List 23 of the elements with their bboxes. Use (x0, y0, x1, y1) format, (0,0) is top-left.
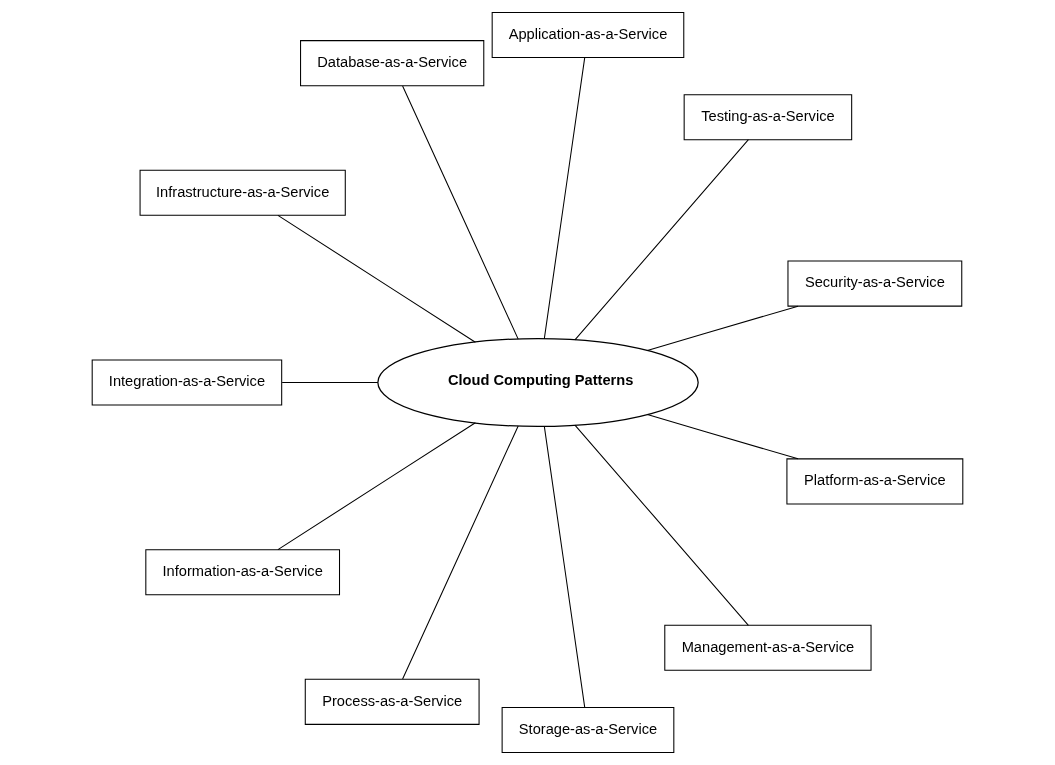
connector (281, 381, 379, 384)
node-box: Integration-as-a-Service (91, 359, 283, 406)
node-box: Infrastructure-as-a-Service (139, 169, 346, 216)
node-box: Platform-as-a-Service (786, 458, 964, 505)
connector (646, 305, 799, 351)
connector (277, 422, 476, 551)
node-box: Database-as-a-Service (300, 40, 485, 87)
node-box: Storage-as-a-Service (501, 706, 675, 754)
connector (402, 85, 519, 340)
node-ellipse: Cloud Computing Patterns (377, 337, 699, 428)
connector (543, 57, 586, 340)
connector (574, 139, 749, 341)
node-box: Process-as-a-Service (304, 678, 480, 725)
connector (574, 424, 749, 626)
connector (543, 425, 586, 708)
node-box: Application-as-a-Service (491, 11, 685, 59)
node-box: Information-as-a-Service (145, 549, 341, 596)
connector (402, 425, 519, 680)
connector (646, 414, 799, 460)
connector (277, 214, 476, 343)
node-box: Testing-as-a-Service (683, 94, 853, 141)
node-box: Management-as-a-Service (664, 624, 872, 671)
node-box: Security-as-a-Service (787, 260, 963, 307)
